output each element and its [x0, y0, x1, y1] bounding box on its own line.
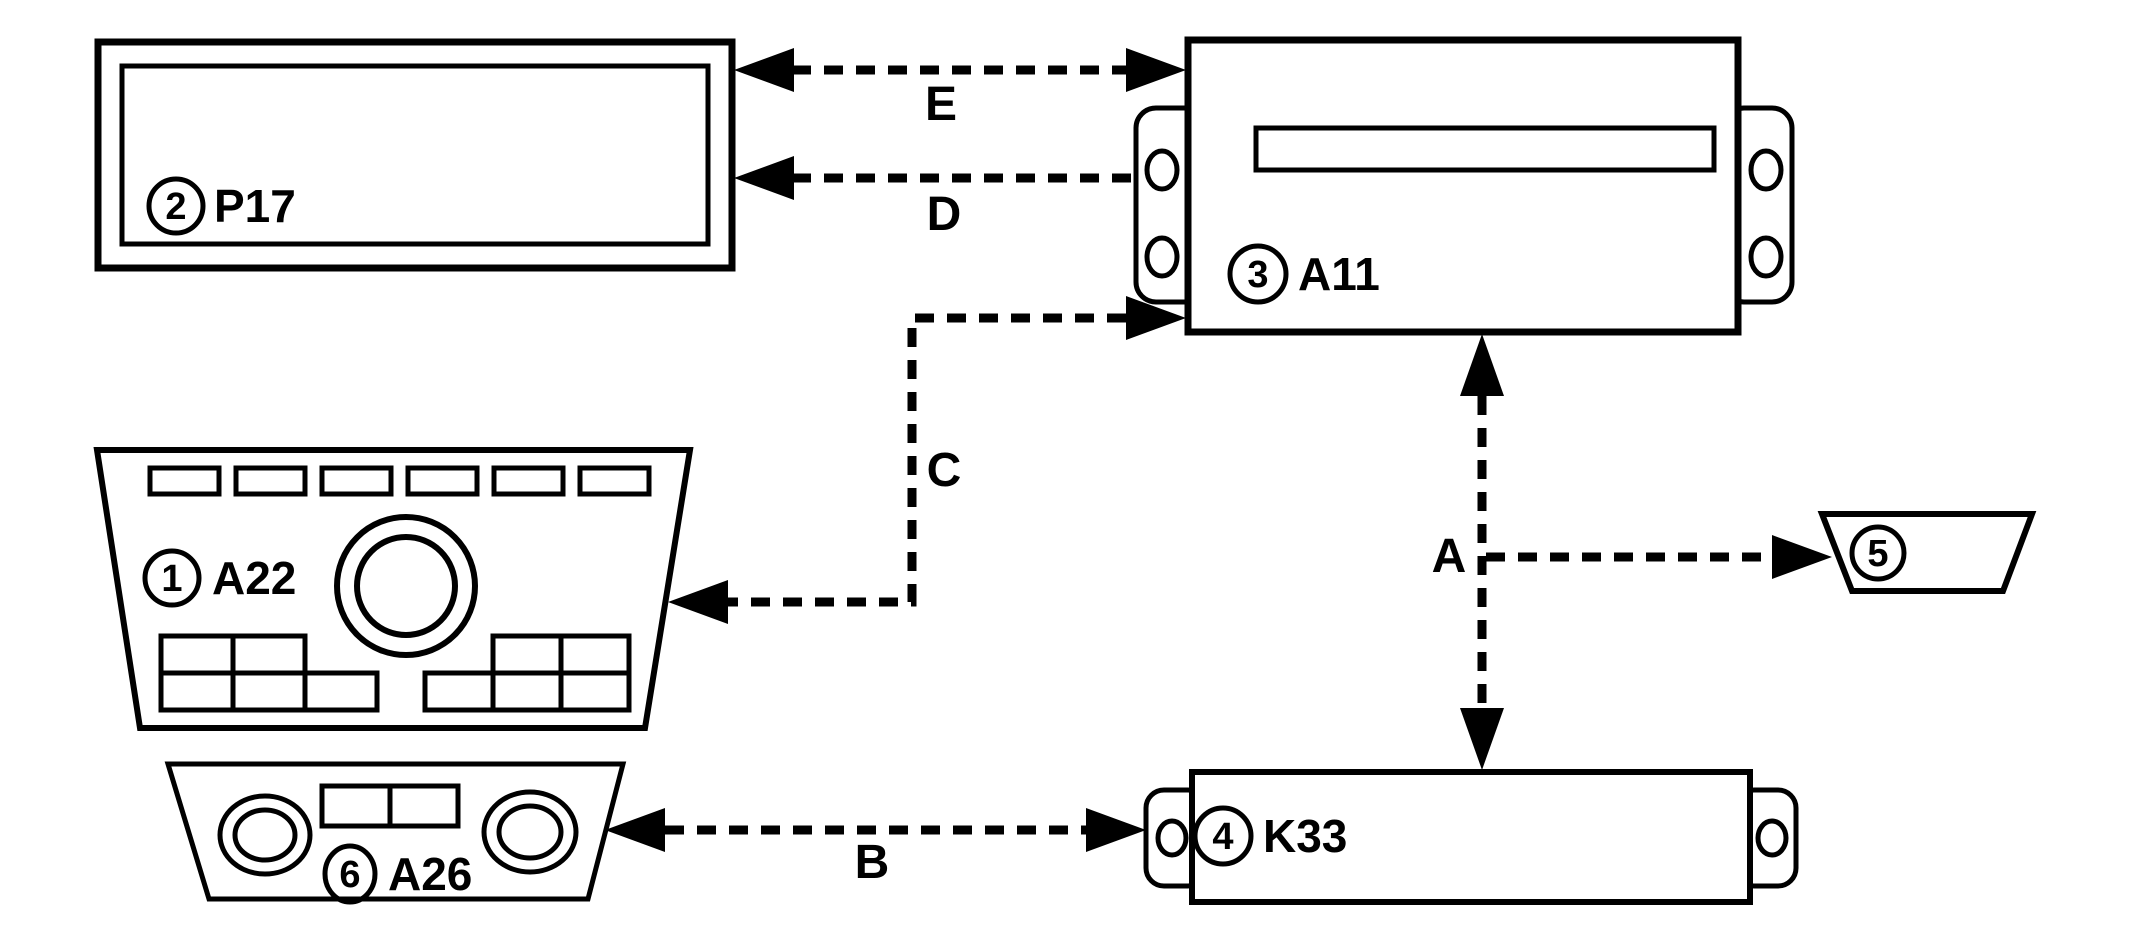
a22-body: [93, 447, 694, 731]
component-k33-module: 4 K33: [1143, 769, 1799, 905]
connection-c: C: [668, 296, 1186, 624]
k33-number: 4: [1212, 816, 1233, 858]
item5-number-circle: [1849, 524, 1907, 582]
a11-number-circle: [1227, 243, 1289, 305]
p17-outer-frame: [94, 38, 736, 272]
arrowhead-right-icon: [1086, 808, 1146, 852]
component-item5-connector: 5: [1817, 511, 2037, 594]
component-a26-panel: 6 A26: [164, 761, 627, 905]
a11-right-tab-hole-bottom: [1748, 235, 1784, 279]
arrowhead-left-icon: [734, 48, 794, 92]
connection-d-label: D: [927, 188, 962, 241]
p17-number: 2: [165, 186, 186, 228]
a26-right-knob-outer: [481, 789, 579, 875]
k33-number-circle: [1192, 805, 1254, 867]
a22-top-button-4: [405, 465, 480, 497]
a26-number-circle: [322, 843, 378, 905]
a22-top-button-1: [147, 465, 222, 497]
p17-number-circle: [146, 176, 206, 236]
k33-body: [1189, 769, 1753, 905]
item5-body: [1817, 511, 2037, 594]
a11-left-tab-hole-bottom: [1144, 235, 1180, 279]
connection-a: A: [1432, 334, 1832, 770]
arrowhead-left-icon: [668, 580, 728, 624]
a22-number-circle: [142, 548, 202, 608]
p17-inner-screen: [119, 63, 711, 247]
arrowhead-down-icon: [1460, 708, 1504, 770]
connection-b: B: [605, 808, 1146, 889]
arrowhead-left-icon: [734, 156, 794, 200]
a22-code: A22: [212, 552, 296, 604]
connection-b-label: B: [855, 836, 890, 889]
arrowhead-up-icon: [1460, 334, 1504, 396]
connection-c-line: [728, 313, 1126, 607]
a22-knob-inner: [354, 534, 458, 638]
a22-number: 1: [161, 558, 182, 600]
a22-knob-outer: [334, 514, 478, 658]
a11-disc-slot: [1253, 125, 1717, 173]
a11-right-tab-hole-top: [1748, 148, 1784, 192]
a26-right-knob-inner: [496, 803, 564, 861]
a11-code: A11: [1298, 248, 1380, 300]
k33-left-tab-hole: [1155, 818, 1189, 858]
a26-number: 6: [339, 854, 360, 896]
connection-e: E: [734, 48, 1186, 131]
k33-code: K33: [1263, 810, 1347, 862]
connection-c-label: C: [927, 444, 962, 497]
component-a22-panel: 1 A22: [93, 447, 694, 731]
a11-body: [1184, 36, 1742, 336]
a22-top-button-6: [577, 465, 652, 497]
component-p17-display: 2 P17: [94, 38, 736, 272]
connection-a-label: A: [1432, 530, 1467, 583]
a22-top-button-5: [491, 465, 566, 497]
component-a11-module: 3 A11: [1133, 36, 1795, 336]
a22-top-button-3: [319, 465, 394, 497]
a26-left-knob-inner: [232, 807, 298, 863]
arrowhead-right-icon: [1126, 48, 1186, 92]
a11-number: 3: [1247, 254, 1268, 296]
k33-right-tab-hole: [1755, 818, 1789, 858]
arrowhead-left-icon: [605, 808, 665, 852]
item5-number: 5: [1867, 533, 1888, 575]
a22-top-button-2: [233, 465, 308, 497]
p17-code: P17: [214, 180, 296, 232]
arrowhead-right-icon: [1126, 296, 1186, 340]
arrowhead-right-icon: [1772, 535, 1832, 579]
a11-left-tab-hole-top: [1144, 148, 1180, 192]
a26-code: A26: [388, 848, 472, 900]
connection-d: D: [734, 156, 1136, 241]
connection-e-label: E: [925, 78, 957, 131]
a22-left-grid-button: [302, 670, 380, 713]
a22-right-grid-button: [558, 670, 632, 713]
a26-left-knob-outer: [217, 793, 313, 877]
